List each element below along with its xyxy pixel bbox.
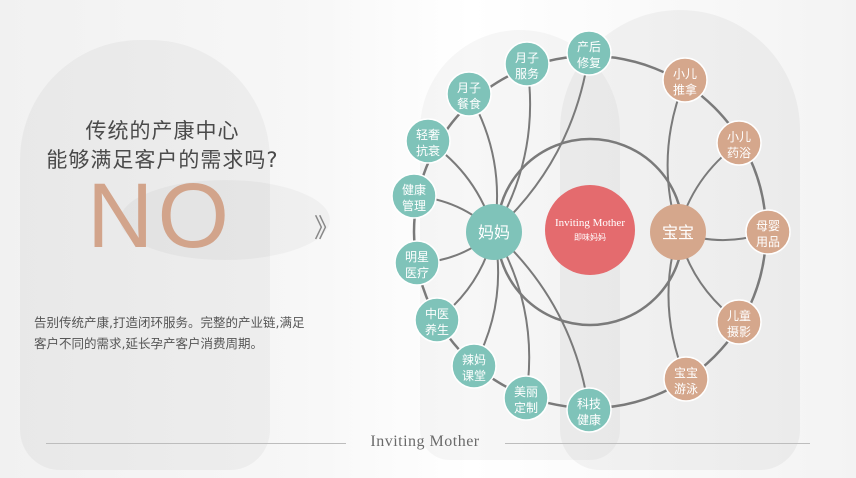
mother-hub-label: 妈妈 <box>478 223 510 242</box>
mother-service-6-label-1: 中医 <box>425 306 449 321</box>
mother-service-2-label-2: 餐食 <box>457 96 481 111</box>
mother-service-3-label-1: 轻奢 <box>416 128 440 142</box>
mother-service-1-label-1: 月子 <box>515 51 539 65</box>
mother-service-2-circle <box>446 71 492 117</box>
baby-service-2-circle <box>745 209 791 255</box>
footer-logo: Inviting Mother <box>370 433 480 450</box>
baby-service-4-circle <box>663 356 709 402</box>
mother-service-0-circle <box>566 30 612 76</box>
baby-service-3-label-1: 儿童 <box>727 308 751 323</box>
mother-service-9-label-1: 科技 <box>577 397 601 411</box>
headline-line-2: 能够满足客户的需求吗? <box>46 148 279 172</box>
baby-service-0-circle <box>662 57 708 103</box>
mother-service-3-label-2: 抗衰 <box>416 143 440 158</box>
baby-service-3-label-2: 摄影 <box>727 324 751 339</box>
center-brand-node: Inviting Mother 即味妈妈 <box>545 185 635 275</box>
footer-divider-right <box>505 443 810 444</box>
mother-service-6-circle <box>414 297 460 343</box>
baby-service-1-label-2: 药浴 <box>727 146 751 160</box>
mother-service-7-label-2: 课堂 <box>462 369 486 383</box>
baby-service-1-circle <box>716 120 762 166</box>
baby-hub-circle <box>650 204 706 260</box>
mother-hub-circle <box>466 204 522 260</box>
mother-service-0-label-2: 修复 <box>577 55 601 70</box>
mother-service-8-label-1: 美丽 <box>514 385 538 399</box>
baby-service-0-label-1: 小儿 <box>673 67 697 81</box>
footer-divider-left <box>46 443 346 444</box>
mother-service-2-label-1: 月子 <box>457 81 481 95</box>
description-text: 告别传统产康,打造闭环服务。完整的产业链,满足客户不同的需求,延长孕产客户消费周… <box>34 315 305 351</box>
baby-service-3-circle <box>716 299 762 345</box>
center-brand-name: Inviting Mother <box>555 217 625 229</box>
mother-service-1-label-2: 服务 <box>515 66 539 81</box>
mother-service-4-label-2: 管理 <box>402 198 426 213</box>
mother-service-4-label-1: 健康 <box>402 182 426 197</box>
baby-hub: 宝宝 <box>650 204 706 260</box>
mother-service-9-circle <box>566 387 612 433</box>
baby-service-4-label-1: 宝宝 <box>674 366 698 380</box>
headline-line-1: 传统的产康中心 <box>85 119 240 143</box>
mother-service-6-label-2: 养生 <box>425 322 449 337</box>
mother-service-9-label-2: 健康 <box>577 412 601 427</box>
mother-service-5-circle <box>394 240 440 286</box>
mother-service-5-label-1: 明星 <box>405 250 429 264</box>
mother-service-7-circle <box>451 343 497 389</box>
baby-service-2-label-2: 用品 <box>756 235 780 249</box>
mother-service-1-circle <box>504 41 550 87</box>
chevron-right-icon: 》 <box>314 214 341 244</box>
center-brand-circle <box>545 185 635 275</box>
center-brand-chinese: 即味妈妈 <box>574 232 606 242</box>
answer-no: NO <box>87 165 233 267</box>
mother-service-8-circle <box>503 375 549 421</box>
service-nodes: 产后修复月子服务月子餐食轻奢抗衰健康管理明星医疗中医养生辣妈课堂美丽定制科技健康… <box>391 30 791 433</box>
baby-service-4-label-2: 游泳 <box>674 382 698 396</box>
baby-service-0-label-2: 推拿 <box>673 82 697 97</box>
mother-service-7-label-1: 辣妈 <box>462 353 486 367</box>
mother-service-5-label-2: 医疗 <box>405 266 429 280</box>
baby-hub-label: 宝宝 <box>662 223 694 242</box>
baby-service-2-label-1: 母婴 <box>756 219 780 233</box>
mother-hub: 妈妈 <box>466 204 522 260</box>
mother-service-8-label-2: 定制 <box>514 400 538 415</box>
mother-service-0-label-1: 产后 <box>577 40 601 54</box>
baby-service-1-label-1: 小儿 <box>727 130 751 144</box>
mother-service-4-circle <box>391 173 437 219</box>
mother-service-3-circle <box>405 118 451 164</box>
